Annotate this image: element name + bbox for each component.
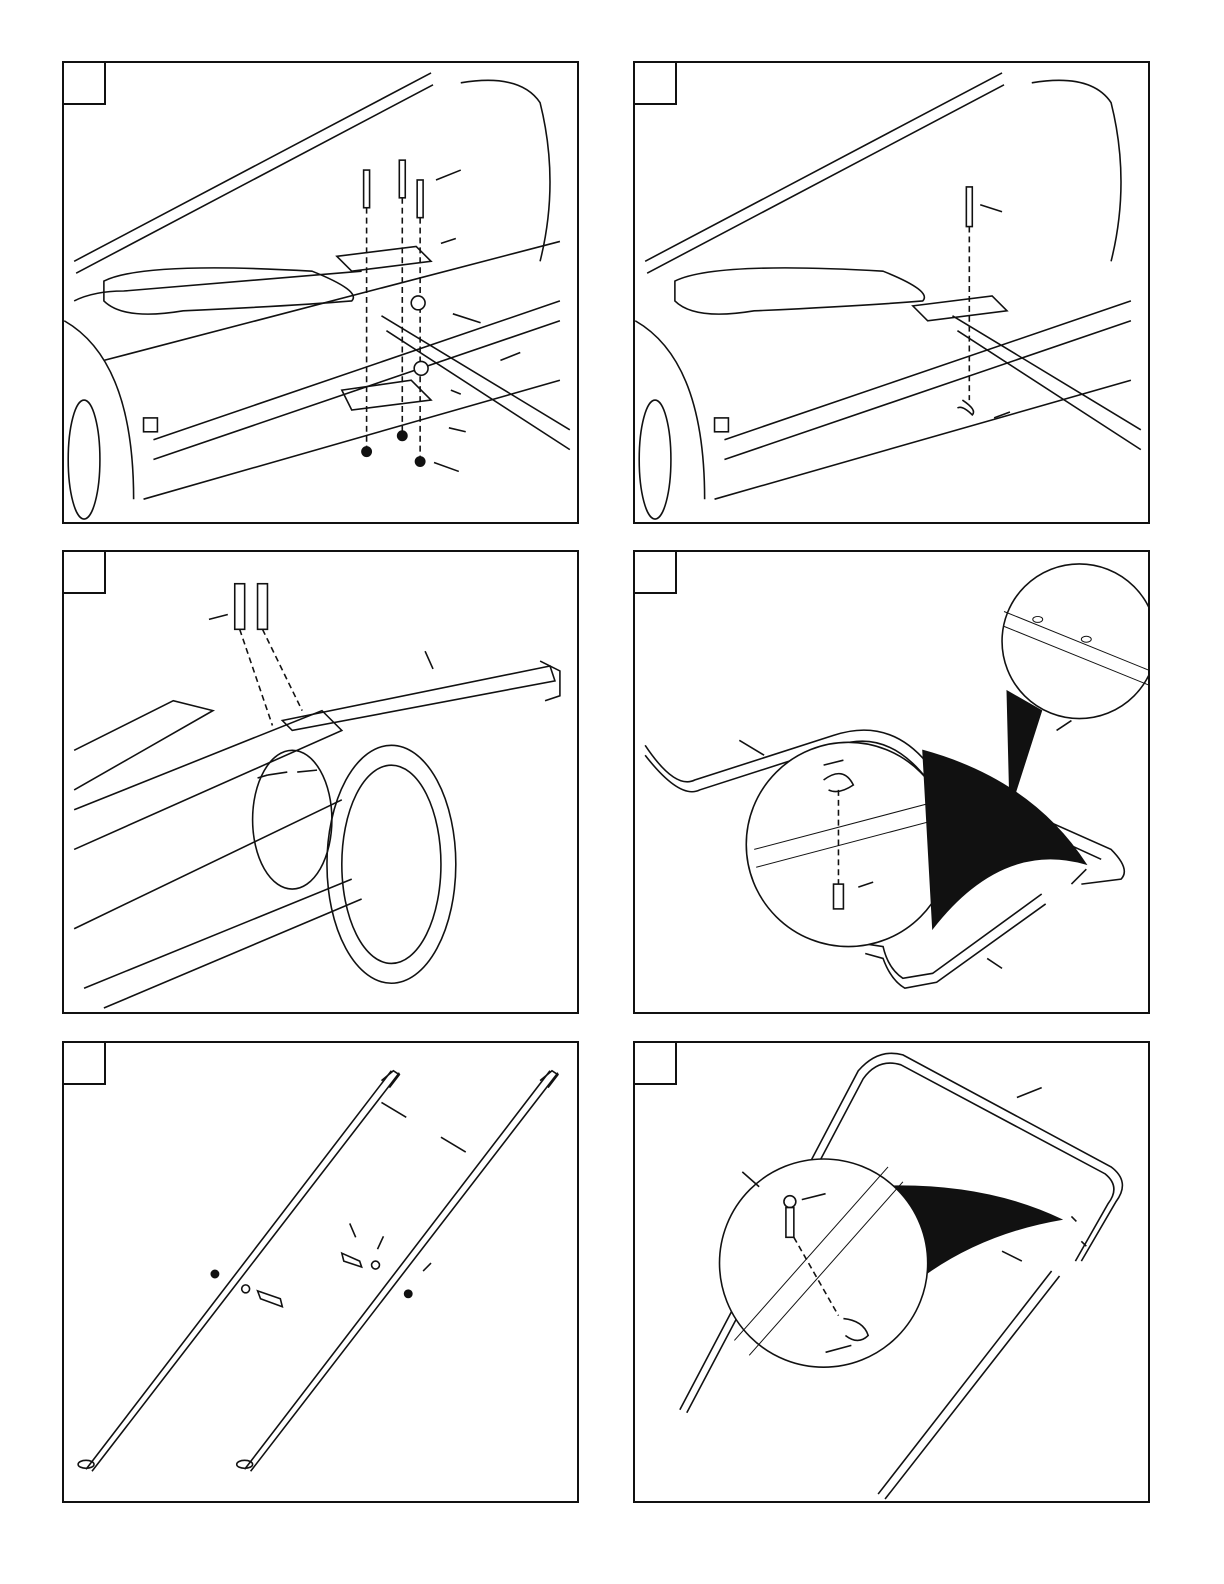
- figure-panel-6: [633, 1041, 1150, 1503]
- step-number-box: [62, 61, 106, 105]
- figure-panel-2: [633, 61, 1150, 524]
- figure-panel-3: [62, 550, 579, 1014]
- step-number-box: [62, 1041, 106, 1085]
- step-number-box: [633, 1041, 677, 1085]
- step-number-box: [62, 550, 106, 594]
- figure-panel-4: [633, 550, 1150, 1014]
- assembly-illustration-upper-handles: [64, 1043, 577, 1501]
- figure-panel-1: [62, 61, 579, 524]
- step-number-box: [633, 61, 677, 105]
- assembly-illustration-bracket-bolts: [64, 63, 577, 522]
- assembly-illustration-full-handle: [635, 1043, 1148, 1501]
- step-number-box: [633, 550, 677, 594]
- assembly-illustration-tow-bar-wheel: [64, 552, 577, 1012]
- assembly-illustration-bracket-pin: [635, 63, 1148, 522]
- figure-panel-5: [62, 1041, 579, 1503]
- assembly-illustration-lower-handle: [635, 552, 1148, 1012]
